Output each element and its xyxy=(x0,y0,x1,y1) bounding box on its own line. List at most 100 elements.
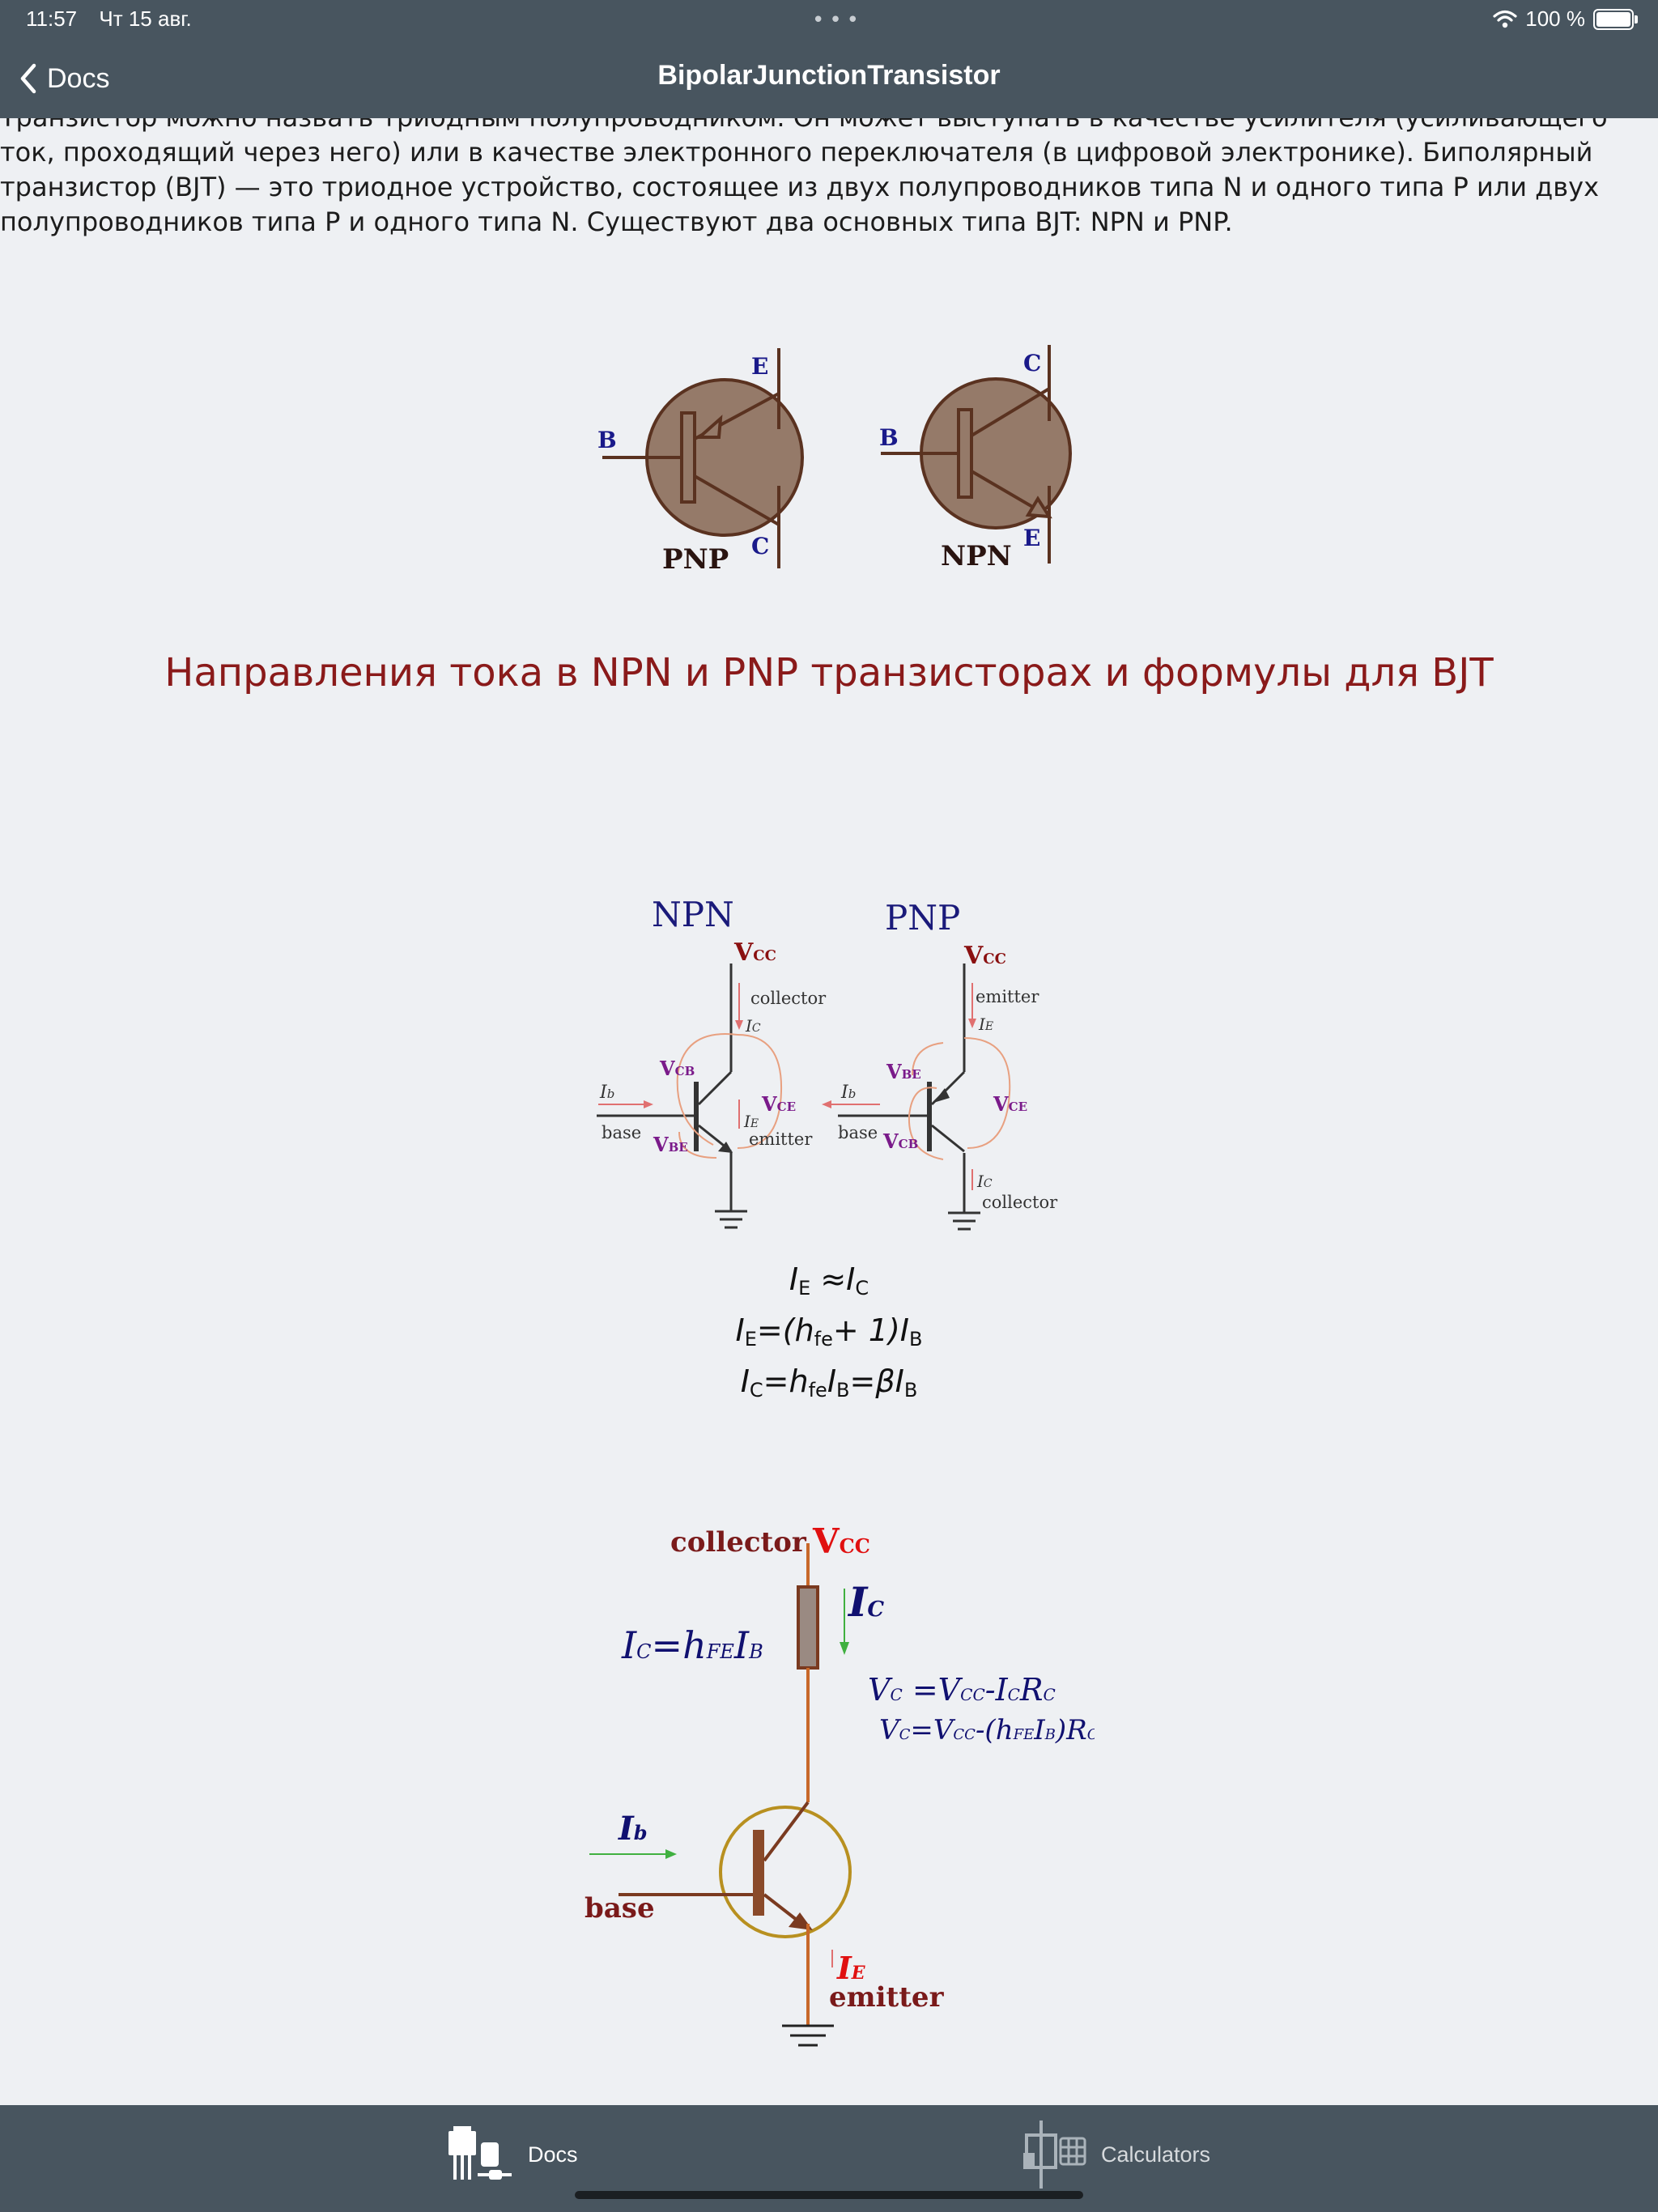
npn-ic-i: I xyxy=(745,1016,753,1036)
svg-text:VCC: VCC xyxy=(733,938,776,967)
svg-text:IE: IE xyxy=(743,1112,759,1131)
f1-b-sub: C xyxy=(855,1277,869,1300)
npn-vbe-sub: BE xyxy=(669,1140,688,1155)
npn-base-label: base xyxy=(602,1123,641,1142)
svg-text:IC=hFEIB: IC=hFEIB xyxy=(621,1623,763,1667)
npn-ib-sub: b xyxy=(607,1087,615,1101)
amp-fl-i2: I xyxy=(733,1623,750,1667)
pnp-label-b: B xyxy=(597,427,617,453)
amp-fr2-r: )R xyxy=(1055,1714,1087,1746)
f3-a: I xyxy=(740,1363,750,1399)
npn-vcb-sub: CB xyxy=(675,1064,695,1078)
home-indicator[interactable] xyxy=(575,2191,1083,2199)
amp-ie-sub: E xyxy=(851,1963,866,1984)
svg-text:VC =VCC-ICRC: VC =VCC-ICRC xyxy=(868,1672,1056,1708)
f2-a-sub: E xyxy=(744,1328,757,1351)
tab-bar: Docs Calculators xyxy=(0,2105,1658,2212)
pnp-ic-sub: C xyxy=(984,1177,993,1190)
pnp-vcc-sub: CC xyxy=(983,951,1006,968)
svg-text:VCE: VCE xyxy=(761,1092,796,1116)
svg-text:Ib: Ib xyxy=(599,1083,614,1103)
amp-fr2-rest: -(h xyxy=(976,1714,1014,1746)
f3-b-sub: B xyxy=(836,1379,850,1402)
formula-line-1: IE ≈IC xyxy=(0,1258,1658,1309)
pnp-ie-sub: E xyxy=(984,1020,993,1033)
f2-a: I xyxy=(735,1312,745,1348)
svg-text:Ib: Ib xyxy=(618,1810,648,1848)
status-bar-right: 100 % xyxy=(1493,6,1638,32)
f3-beta: =βI xyxy=(849,1363,904,1399)
amp-fl-i-sub: C xyxy=(636,1640,651,1663)
pnp-symbol: B E C PNP xyxy=(597,348,804,576)
npn-ic-sub: C xyxy=(752,1022,761,1035)
svg-text:VCB: VCB xyxy=(659,1057,695,1080)
svg-text:Ib: Ib xyxy=(840,1083,856,1103)
amp-ic-i: I xyxy=(847,1578,869,1626)
pnp-current-title: PNP xyxy=(885,898,960,938)
status-bar-left: 11:57 Чт 15 авг. xyxy=(26,6,192,32)
f3-b: I xyxy=(827,1363,837,1399)
amp-fr1-rest-sub: C xyxy=(1008,1685,1020,1704)
page-title: BipolarJunctionTransistor xyxy=(657,60,1001,91)
pnp-name: PNP xyxy=(662,543,729,576)
document-content[interactable]: Транзистор можно назвать триодным полупр… xyxy=(0,97,1658,2105)
amp-fr1-eq: =V xyxy=(903,1672,963,1708)
npn-collector-label: collector xyxy=(750,989,827,1008)
pnp-vcb-v: V xyxy=(882,1129,899,1153)
svg-text:IC: IC xyxy=(976,1172,993,1191)
amp-emitter-label: emitter xyxy=(829,1981,945,2014)
amplifier-circuit-figure: collector VCC IC IC=hFEIB VC =VCC-ICRC V… xyxy=(585,1521,1095,1977)
section-heading: Направления тока в NPN и PNP транзистора… xyxy=(164,650,1494,696)
svg-text:IC: IC xyxy=(847,1578,884,1626)
pnp-emitter-label: emitter xyxy=(976,987,1039,1006)
pnp-ic-i: I xyxy=(976,1172,984,1191)
f3-mid: =h xyxy=(763,1363,809,1399)
f2-rest-sub: B xyxy=(909,1328,923,1351)
amp-fr2-v: V xyxy=(879,1714,902,1746)
back-button[interactable]: Docs xyxy=(18,58,109,99)
f3-beta-sub: B xyxy=(903,1379,918,1402)
amp-fr1-v-sub: C xyxy=(890,1685,902,1704)
intro-paragraph: Транзистор можно назвать триодным полупр… xyxy=(0,102,1608,237)
formula-line-2: IE=(hfe+ 1)IB xyxy=(0,1309,1658,1360)
bjt-formulas: IE ≈IC IE=(hfe+ 1)IB IC=hfeIB=βIB xyxy=(0,1258,1658,1411)
f3-mid-sub: fe xyxy=(808,1379,827,1402)
npn-vce-sub: CE xyxy=(777,1100,796,1114)
wifi-icon xyxy=(1493,10,1517,28)
pnp-vce-sub: CE xyxy=(1009,1100,1027,1114)
amp-base-label: base xyxy=(585,1892,655,1925)
npn-vcb-v: V xyxy=(659,1057,675,1080)
npn-ie-sub: E xyxy=(750,1117,759,1130)
f1-b: I xyxy=(846,1261,856,1297)
amplifier-circuit-figure-lower: IE emitter xyxy=(782,1929,945,2047)
amp-ic-sub: C xyxy=(867,1597,884,1622)
multitasking-dots-icon[interactable]: ••• xyxy=(812,8,865,32)
chevron-left-icon xyxy=(20,63,36,94)
pnp-ib-sub: b xyxy=(848,1087,857,1101)
tab-docs[interactable]: Docs xyxy=(447,2126,578,2183)
f3-a-sub: C xyxy=(749,1379,763,1402)
npn-vcc-v: V xyxy=(733,938,754,967)
npn-label-c: C xyxy=(1023,350,1041,376)
back-button-label: Docs xyxy=(47,62,110,94)
calculators-tab-icon xyxy=(1023,2121,1086,2189)
tab-calculators[interactable]: Calculators xyxy=(1022,2121,1211,2189)
f2-mid-sub: fe xyxy=(814,1328,833,1351)
amp-ib-sub: b xyxy=(634,1821,648,1844)
amp-fr2-v-sub: C xyxy=(899,1726,911,1743)
npn-current-diagram: NPN VCC collector IC VCB Ib base VCE VBE xyxy=(597,895,827,1164)
svg-text:VCC: VCC xyxy=(963,942,1006,970)
svg-text:IE: IE xyxy=(978,1015,993,1034)
amp-fr2-eq: =V xyxy=(910,1714,955,1746)
amp-vcc-sub: CC xyxy=(840,1534,870,1558)
pnp-current-diagram: PNP VCC emitter IE VBE Ib base VCE VCB xyxy=(822,898,1039,1160)
amp-vcc-v: V xyxy=(812,1521,840,1561)
f1-a: I xyxy=(789,1261,799,1297)
npn-label-e: E xyxy=(1023,525,1040,551)
npn-emitter-label: emitter xyxy=(749,1129,813,1149)
tab-calculators-label: Calculators xyxy=(1101,2142,1211,2167)
current-directions-figure: NPN VCC collector IC VCB Ib base VCE VBE xyxy=(597,895,1039,1164)
f2-mid: =(h xyxy=(756,1312,814,1348)
svg-text:IC: IC xyxy=(745,1016,761,1036)
amp-fr1-v: V xyxy=(868,1672,893,1708)
